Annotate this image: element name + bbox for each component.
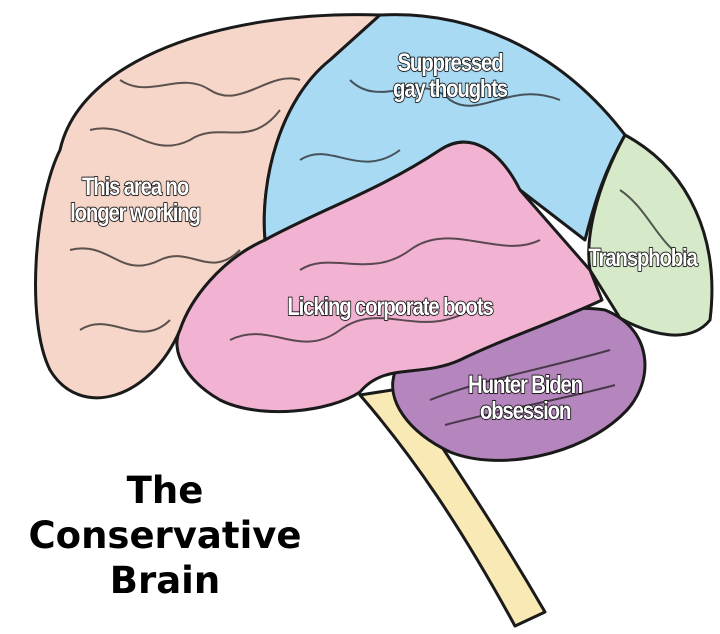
title-line-3: Brain [109, 559, 221, 602]
occipital-lobe [587, 133, 714, 337]
label-temporal: Licking corporate boots [287, 293, 495, 321]
label-occipital: Transphobia [588, 244, 699, 272]
temporal-lobe [175, 140, 604, 414]
label-frontal: This area no longer working [70, 173, 202, 227]
title-line-2: Conservative [28, 514, 302, 557]
brain-folds [69, 77, 691, 426]
meme-title: The Conservative Brain [0, 468, 330, 603]
label-cerebellum: Hunter Biden obsession [467, 371, 583, 425]
title-line-1: The [126, 469, 204, 512]
label-parietal: Suppressed gay thoughts [392, 49, 508, 103]
